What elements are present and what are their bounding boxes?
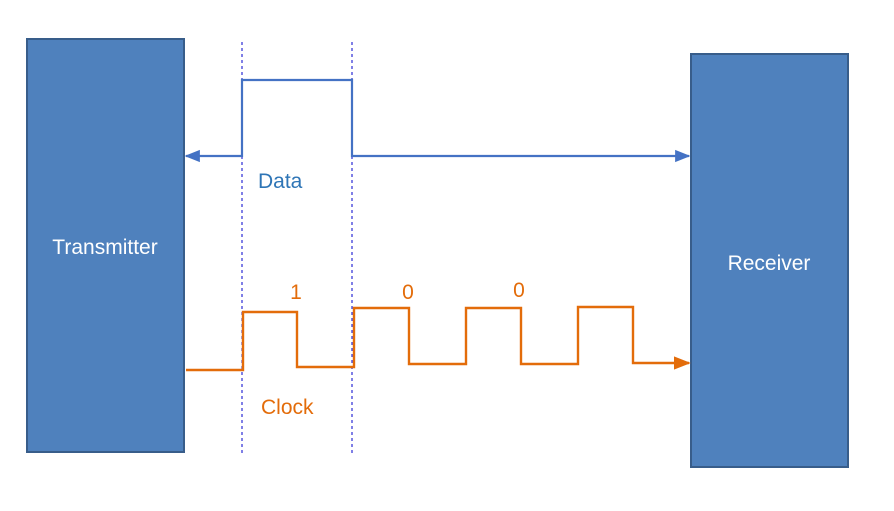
receiver-block: Receiver — [690, 53, 849, 468]
bit-label-1: 1 — [290, 281, 302, 304]
data-label: Data — [258, 170, 303, 193]
bit-label-3: 0 — [513, 279, 525, 302]
bit-label-2: 0 — [402, 281, 414, 304]
clock-signal: Clock — [186, 305, 691, 419]
data-signal: Data — [184, 78, 691, 193]
receiver-label: Receiver — [728, 252, 811, 275]
transmitter-block: Transmitter — [26, 38, 185, 453]
transmitter-label: Transmitter — [52, 236, 157, 259]
clock-waveform — [186, 305, 691, 372]
clock-label: Clock — [261, 396, 314, 419]
receiver-box — [690, 53, 849, 468]
transmitter-box — [26, 38, 185, 453]
data-waveform — [184, 78, 691, 163]
